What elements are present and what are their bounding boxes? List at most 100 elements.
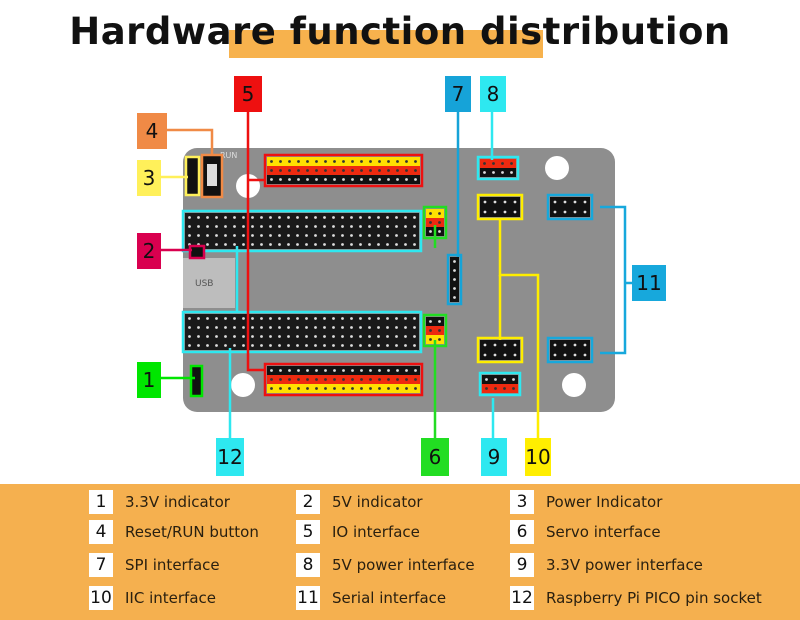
io-header-top-pin — [387, 169, 390, 172]
power-33v-header-pin — [485, 378, 488, 381]
io-header-bottom-pin — [315, 387, 318, 390]
led-5v-indicator — [188, 244, 206, 260]
uart-header-top-pin — [563, 200, 567, 204]
spi-header-pin — [453, 278, 456, 281]
iic-header-top-pin — [493, 210, 497, 214]
pico-socket-top-pin — [260, 234, 263, 237]
title-area: Hardware function distribution — [0, 0, 800, 70]
uart-header-bottom-outline — [546, 336, 594, 364]
pico-socket-bottom-pin — [197, 335, 200, 338]
io-header-top-pin — [324, 178, 327, 181]
pico-socket-bottom-pin — [215, 326, 218, 329]
io-header-top-pin — [288, 169, 291, 172]
io-header-bottom-pin — [306, 378, 309, 381]
uart-header-bottom-row — [550, 340, 590, 350]
page-title: Hardware function distribution — [69, 10, 731, 53]
pico-socket-top-pin — [215, 234, 218, 237]
pico-socket-bottom-row — [185, 341, 419, 350]
pico-socket-bottom-pin — [332, 335, 335, 338]
uart-header-top — [546, 193, 594, 221]
pico-socket-top-pin — [260, 243, 263, 246]
pico-socket-bottom-pin — [233, 326, 236, 329]
servo-header-bottom-row — [426, 326, 444, 335]
io-header-top-pin — [279, 178, 282, 181]
io-header-top-pin — [351, 169, 354, 172]
pico-socket-top-pin — [377, 225, 380, 228]
iic-header-top-pin — [513, 210, 517, 214]
pico-socket-top-pin — [287, 243, 290, 246]
leader-line-11 — [600, 205, 627, 355]
io-header-bottom-pin — [279, 387, 282, 390]
pico-socket-bottom-pin — [197, 317, 200, 320]
io-header-top-pin — [279, 160, 282, 163]
io-header-top-pin — [414, 169, 417, 172]
pico-socket-top-pin — [377, 216, 380, 219]
pico-socket-bottom-pin — [395, 344, 398, 347]
callout-box-9 — [481, 438, 507, 476]
iic-header-bottom — [476, 336, 524, 364]
pico-socket-bottom — [181, 310, 423, 354]
pico-socket-bottom-pin — [386, 335, 389, 338]
pico-socket-bottom-pin — [224, 335, 227, 338]
pico-socket-bottom-pin — [413, 344, 416, 347]
callout-box-1 — [137, 362, 161, 398]
iic-header-bottom-pin — [513, 343, 517, 347]
mount-hole — [231, 373, 255, 397]
pico-socket-top-pin — [413, 243, 416, 246]
pico-socket-bottom-pin — [269, 317, 272, 320]
io-header-top-pin — [333, 178, 336, 181]
pico-socket-top-pin — [332, 234, 335, 237]
pico-socket-bottom-pin — [188, 326, 191, 329]
legend-label: Servo interface — [546, 523, 661, 541]
pico-socket-bottom-pin — [323, 344, 326, 347]
pico-socket-bottom-pin — [359, 344, 362, 347]
uart-header-top-row — [550, 197, 590, 207]
pico-socket-bottom-pin — [278, 335, 281, 338]
iic-header-top-pin — [493, 200, 497, 204]
power-33v-header-row — [482, 384, 518, 393]
callout-box-7 — [445, 76, 471, 112]
io-header-top-pin — [315, 169, 318, 172]
io-header-bottom-pin — [387, 378, 390, 381]
io-header-top-pin — [315, 160, 318, 163]
io-header-bottom-pin — [270, 369, 273, 372]
pico-socket-top-pin — [386, 243, 389, 246]
spi-header-pin — [453, 269, 456, 272]
power-5v-header-pin — [510, 171, 513, 174]
pico-socket-top-pin — [215, 225, 218, 228]
callout-number-8: 8 — [487, 82, 500, 106]
io-header-bottom-pin — [342, 378, 345, 381]
io-header-bottom-pin — [414, 387, 417, 390]
io-header-top-pin — [396, 160, 399, 163]
pico-socket-bottom-pin — [377, 335, 380, 338]
servo-header-top-pin — [429, 221, 432, 224]
legend-number: 7 — [89, 553, 113, 577]
servo-header-bottom-pin — [429, 329, 432, 332]
callout-number-12: 12 — [217, 445, 242, 469]
io-header-bottom-pin — [297, 378, 300, 381]
servo-header-bottom-row — [426, 317, 444, 326]
pico-socket-bottom-pin — [251, 317, 254, 320]
pico-socket-bottom-pin — [206, 335, 209, 338]
servo-header-top-pin — [429, 230, 432, 233]
pico-socket-top-pin — [413, 234, 416, 237]
pico-socket-top-pin — [404, 225, 407, 228]
pico-socket-bottom-pin — [332, 317, 335, 320]
uart-header-top-pin — [583, 210, 587, 214]
callout-box-10 — [525, 438, 551, 476]
pico-socket-top-pin — [233, 216, 236, 219]
pico-socket-bottom-pin — [413, 317, 416, 320]
pico-socket-top-pin — [332, 243, 335, 246]
pico-socket-bottom-pin — [287, 317, 290, 320]
iic-header-top-pin — [503, 200, 507, 204]
usb-area — [183, 258, 235, 308]
legend-number: 1 — [89, 490, 113, 514]
uart-header-bottom-pin — [573, 343, 577, 347]
uart-header-top-pin — [553, 210, 557, 214]
pico-socket-top-pin — [377, 234, 380, 237]
io-header-top-pin — [369, 160, 372, 163]
servo-header-bottom-pin — [438, 320, 441, 323]
